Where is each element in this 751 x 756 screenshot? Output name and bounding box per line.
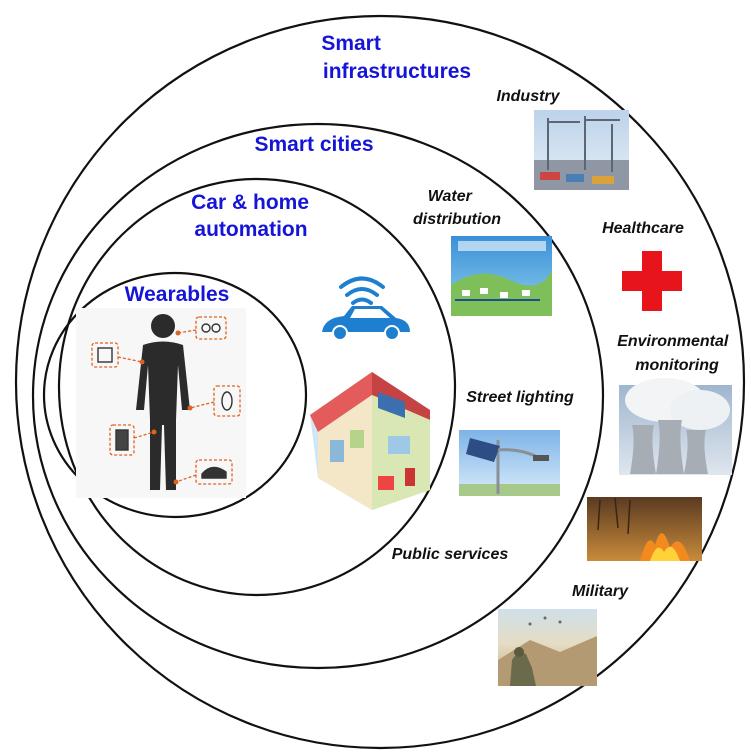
environmental-monitoring-label: Environmental monitoring	[617, 333, 733, 374]
water-distribution-image	[451, 236, 552, 316]
healthcare-label: Healthcare	[602, 220, 684, 237]
industry-label: Industry	[496, 88, 560, 105]
military-label: Military	[572, 583, 629, 600]
street-light-photo	[459, 430, 560, 496]
military-photo	[498, 609, 597, 686]
person-figure-icon	[136, 314, 190, 490]
street-lighting-label: Street lighting	[466, 389, 574, 406]
wearables-illustration	[76, 308, 246, 498]
smart-cities-label: Smart cities	[254, 133, 373, 156]
water-distribution-label: Water distribution	[413, 188, 501, 228]
wearable-callouts	[91, 316, 241, 485]
wifi-car-icon	[322, 276, 410, 341]
car-home-automation-label: Car & home automation	[191, 191, 315, 241]
ring-car-home-automation	[57, 177, 457, 597]
smart-infrastructures-label: Smart infrastructures	[321, 32, 471, 83]
wearables-label: Wearables	[125, 283, 230, 306]
ring-smart-infrastructures	[14, 14, 746, 750]
wearable-devices	[97, 323, 233, 479]
public-services-label: Public services	[392, 546, 509, 563]
ring-smart-cities	[31, 122, 605, 670]
industry-photo	[534, 110, 629, 190]
cooling-towers-photo	[619, 378, 732, 475]
wildfire-photo	[587, 497, 702, 561]
smart-house-icon	[310, 372, 430, 510]
health-cross-icon	[622, 251, 682, 311]
ring-wearables	[42, 271, 308, 519]
